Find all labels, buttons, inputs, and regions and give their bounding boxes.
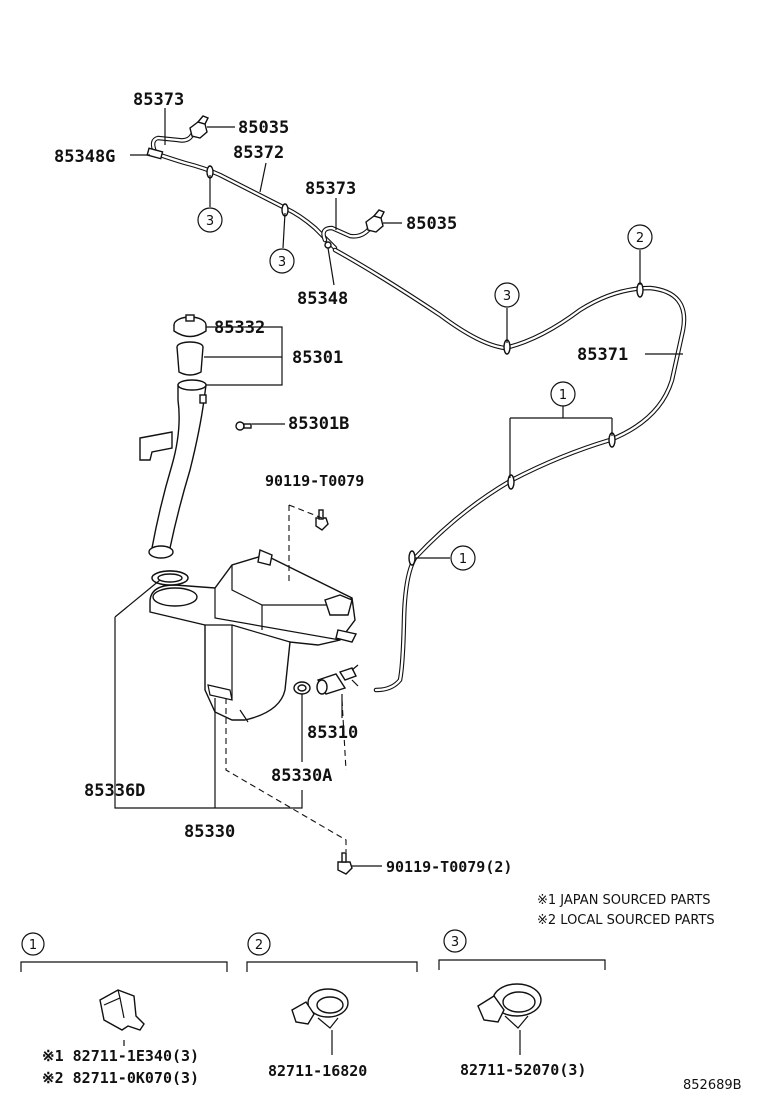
label-85310: 85310 bbox=[307, 723, 358, 743]
svg-text:1: 1 bbox=[29, 938, 37, 953]
callout-3-a: 3 bbox=[197, 207, 223, 233]
label-85330: 85330 bbox=[184, 822, 235, 842]
label-85348G: 85348G bbox=[54, 147, 115, 167]
svg-text:2: 2 bbox=[255, 938, 263, 953]
clip-legend: 1 2 3 ※1 82711-1E340(3) bbox=[20, 929, 606, 1087]
hose-85372 bbox=[157, 152, 338, 251]
legend-callout-3: 3 bbox=[443, 929, 467, 953]
label-85330A: 85330A bbox=[271, 766, 332, 786]
callout-2-a: 2 bbox=[627, 224, 653, 250]
label-85348: 85348 bbox=[297, 289, 348, 309]
clip-2-part: 82711-16820 bbox=[268, 1062, 367, 1080]
clip-1-part-line2: ※2 82711-0K070(3) bbox=[42, 1069, 199, 1087]
callout-1-a: 1 bbox=[550, 381, 576, 407]
svg-text:3: 3 bbox=[278, 255, 286, 270]
label-90119-top: 90119-T0079 bbox=[265, 472, 364, 490]
legend-callout-1: 1 bbox=[21, 932, 45, 956]
gasket-85336D bbox=[151, 570, 189, 586]
joint-85348G bbox=[146, 147, 164, 160]
note-japan-sourced: ※1 JAPAN SOURCED PARTS bbox=[537, 893, 711, 908]
label-85035-mid: 85035 bbox=[406, 214, 457, 234]
filter-85301 bbox=[176, 341, 204, 376]
callout-1-b: 1 bbox=[450, 545, 476, 571]
legend-callout-2: 2 bbox=[247, 932, 271, 956]
callout-3-c: 3 bbox=[494, 282, 520, 308]
svg-text:1: 1 bbox=[459, 552, 467, 567]
part-labels: 85373 85035 85348G 85372 85373 85035 853… bbox=[54, 90, 628, 876]
callout-3-b: 3 bbox=[269, 248, 295, 274]
svg-text:3: 3 bbox=[503, 289, 511, 304]
label-85332: 85332 bbox=[214, 318, 265, 338]
note-local-sourced: ※2 LOCAL SOURCED PARTS bbox=[537, 913, 715, 928]
pump-85310 bbox=[316, 664, 359, 695]
source-notes: ※1 JAPAN SOURCED PARTS ※2 LOCAL SOURCED … bbox=[537, 893, 715, 928]
callout-circles: 3 3 3 2 1 1 bbox=[197, 207, 653, 571]
label-85373-top: 85373 bbox=[133, 90, 184, 110]
svg-text:1: 1 bbox=[559, 388, 567, 403]
svg-text:2: 2 bbox=[636, 231, 644, 246]
clip-1-part-line1: ※1 82711-1E340(3) bbox=[42, 1047, 199, 1065]
nozzle-85035-mid bbox=[365, 209, 385, 233]
label-90119-bottom: 90119-T0079(2) bbox=[386, 858, 512, 876]
label-85373-mid: 85373 bbox=[305, 179, 356, 199]
label-85035-top: 85035 bbox=[238, 118, 289, 138]
clip-2-drawing bbox=[291, 988, 349, 1055]
filler-neck bbox=[139, 379, 207, 559]
label-85301: 85301 bbox=[292, 348, 343, 368]
label-85301B: 85301B bbox=[288, 414, 349, 434]
bolt-90119-bottom bbox=[337, 852, 353, 875]
label-85372: 85372 bbox=[233, 143, 284, 163]
hose-85373-top bbox=[150, 132, 195, 155]
hose-85371 bbox=[332, 247, 687, 693]
leader-lines bbox=[114, 108, 683, 867]
label-85371: 85371 bbox=[577, 345, 628, 365]
diagram-id: 852689B bbox=[683, 1078, 742, 1093]
clip-1-drawing bbox=[99, 989, 145, 1046]
svg-text:3: 3 bbox=[206, 214, 214, 229]
clip-3-part: 82711-52070(3) bbox=[460, 1061, 586, 1079]
svg-text:3: 3 bbox=[451, 935, 459, 950]
cap-85332 bbox=[173, 314, 207, 338]
clip-3-drawing bbox=[477, 983, 542, 1055]
label-85336D: 85336D bbox=[84, 781, 145, 801]
nozzle-85035-top bbox=[189, 115, 209, 139]
bolt-85301B bbox=[235, 421, 252, 431]
grommet-85330A bbox=[293, 681, 311, 695]
bolt-90119-top bbox=[315, 509, 329, 531]
hose-85373-mid bbox=[321, 225, 373, 243]
